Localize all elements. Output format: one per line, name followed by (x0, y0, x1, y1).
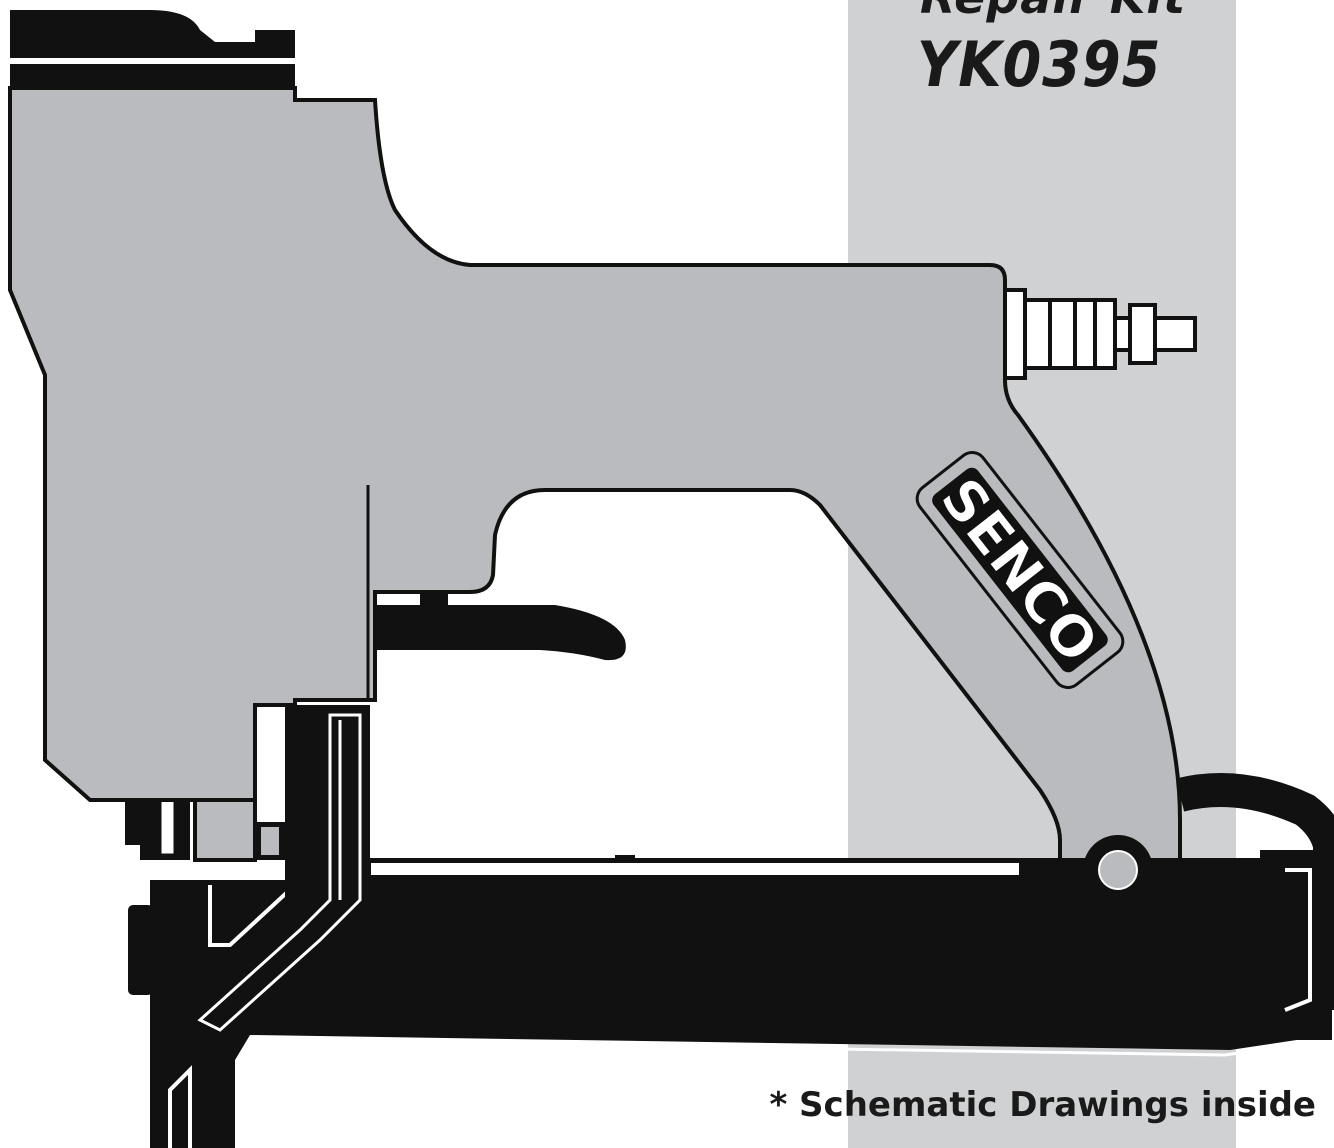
title-kit-number: YK0395 (917, 28, 1162, 101)
title-repair-kit: Repair Kit (920, 0, 1186, 24)
magazine (128, 855, 1331, 1148)
footnote-schematic: * Schematic Drawings inside (769, 1085, 1316, 1125)
trigger (375, 592, 626, 661)
rear-cap (1080, 773, 1334, 1040)
driver-slot (185, 705, 370, 1040)
top-cap (10, 10, 295, 88)
pivot-bolt (1083, 835, 1153, 905)
air-fitting (1003, 288, 1197, 380)
tool-body (8, 86, 1182, 892)
